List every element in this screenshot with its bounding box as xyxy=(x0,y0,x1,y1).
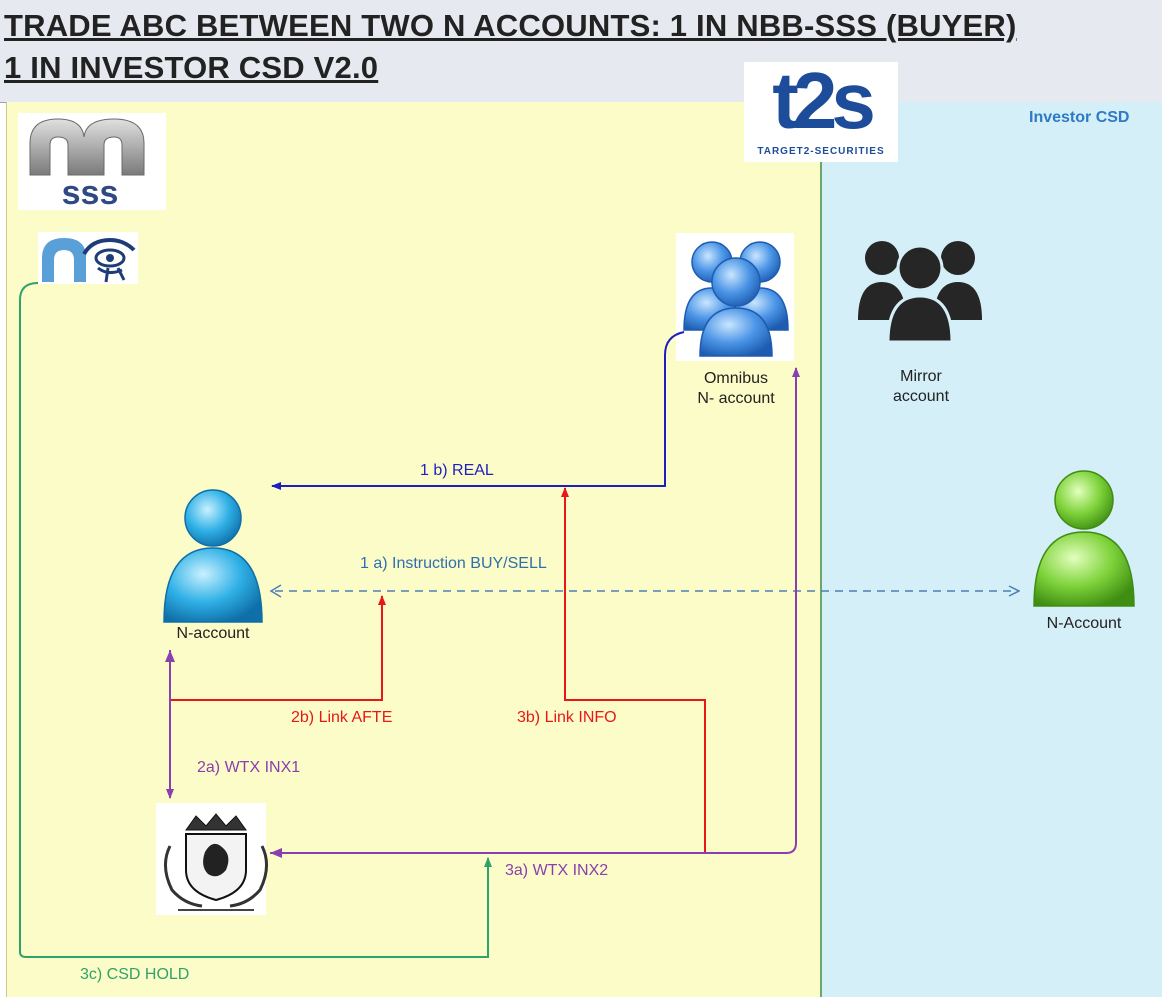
arrow-wtx-inx2-left-head xyxy=(270,848,282,858)
flow-label-wtx-inx1: 2a) WTX INX1 xyxy=(197,759,301,776)
arrow-wtx-inx2 xyxy=(270,367,800,854)
flow-label-link-afte: 2b) Link AFTE xyxy=(291,709,393,726)
nbb-eye-logo xyxy=(38,232,138,284)
omnibus-label-line-2: N- account xyxy=(697,390,775,407)
flow-label-link-info: 3b) Link INFO xyxy=(517,709,617,726)
nbb-coat-of-arms-icon xyxy=(156,803,268,915)
mirror-account-label-line-2: account xyxy=(892,388,950,405)
nbb-sss-logo-graphic: sss xyxy=(29,118,145,212)
flow-label-instruction: 1 a) Instruction BUY/SELL xyxy=(360,555,547,572)
nbb-sss-logo: sss xyxy=(18,113,166,212)
t2s-logo-text: t2s xyxy=(772,62,873,145)
n-account-right-label: N-Account xyxy=(1046,615,1122,632)
arrow-wtx-inx1-up-head xyxy=(165,650,175,662)
t2s-logo-graphic: t2s TARGET2-SECURITIES xyxy=(757,56,884,157)
diagram-title-line-1: TRADE ABC BETWEEN TWO N ACCOUNTS: 1 IN N… xyxy=(4,8,1017,43)
t2s-logo: t2s TARGET2-SECURITIES xyxy=(744,56,898,162)
mirror-account-label-line-1: Mirror xyxy=(900,368,942,385)
mirror-account-label: Mirror account xyxy=(866,367,976,407)
flow-label-csd-hold: 3c) CSD HOLD xyxy=(80,966,190,983)
n-account-left-label: N-account xyxy=(176,625,250,642)
flow-label-wtx-inx2: 3a) WTX INX2 xyxy=(505,862,609,879)
diagram-title-line-2: 1 IN INVESTOR CSD V2.0 xyxy=(4,50,379,85)
arrow-real xyxy=(271,331,685,490)
omnibus-label-line-1: Omnibus xyxy=(703,370,769,387)
omnibus-group-icon xyxy=(676,233,794,361)
n-account-right-icon xyxy=(1033,470,1135,607)
nbb-sss-logo-text: sss xyxy=(62,174,119,210)
arrow-instruction-left-head xyxy=(269,584,282,598)
flow-label-real: 1 b) REAL xyxy=(420,462,494,479)
t2s-logo-tagline: TARGET2-SECURITIES xyxy=(757,146,884,157)
mirror-account-icon xyxy=(858,241,982,344)
arrow-link-afte xyxy=(170,595,386,701)
nbb-eye-logo-graphic xyxy=(42,237,136,283)
title-band: TRADE ABC BETWEEN TWO N ACCOUNTS: 1 IN N… xyxy=(0,0,1162,103)
arrow-csd-hold xyxy=(19,282,492,958)
arrow-link-info xyxy=(561,487,706,853)
n-account-left-icon xyxy=(163,489,263,623)
investor-csd-zone-label: Investor CSD xyxy=(1029,109,1130,126)
omnibus-label: Omnibus N- account xyxy=(676,369,796,409)
